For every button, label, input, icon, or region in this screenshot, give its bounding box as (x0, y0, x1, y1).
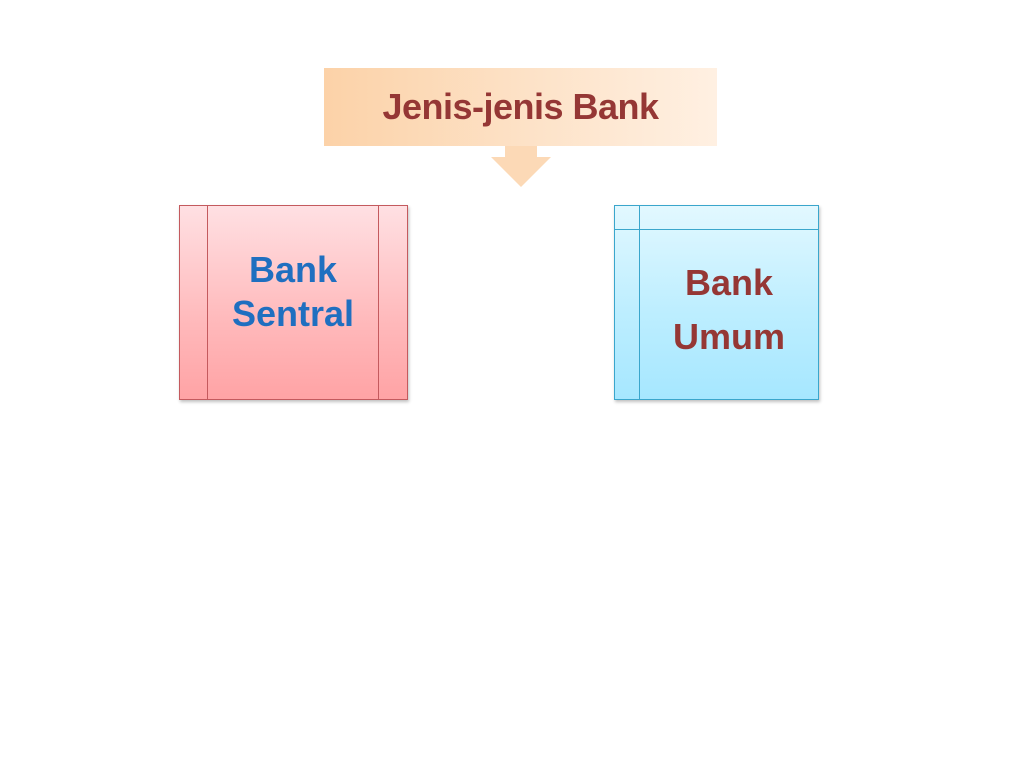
callout-arrow-shape (491, 146, 551, 187)
bank-umum-box: Bank Umum (614, 205, 819, 400)
box-divider-vertical (639, 206, 640, 399)
down-arrow-icon (491, 146, 551, 187)
bank-umum-line-2: Umum (672, 315, 785, 357)
bank-umum-line-1: Bank (684, 261, 774, 303)
bank-sentral-line-1: Bank (248, 248, 338, 290)
bank-sentral-label: Bank Sentral (208, 206, 378, 399)
bank-sentral-box: Bank Sentral (179, 205, 408, 400)
title-callout: Jenis-jenis Bank (324, 68, 717, 146)
box-divider-left (207, 206, 208, 399)
bank-sentral-line-2: Sentral (231, 292, 355, 334)
box-divider-right (378, 206, 379, 399)
box-divider-horizontal (615, 229, 818, 230)
bank-umum-label: Bank Umum (640, 230, 818, 399)
diagram-title: Jenis-jenis Bank (382, 86, 659, 127)
